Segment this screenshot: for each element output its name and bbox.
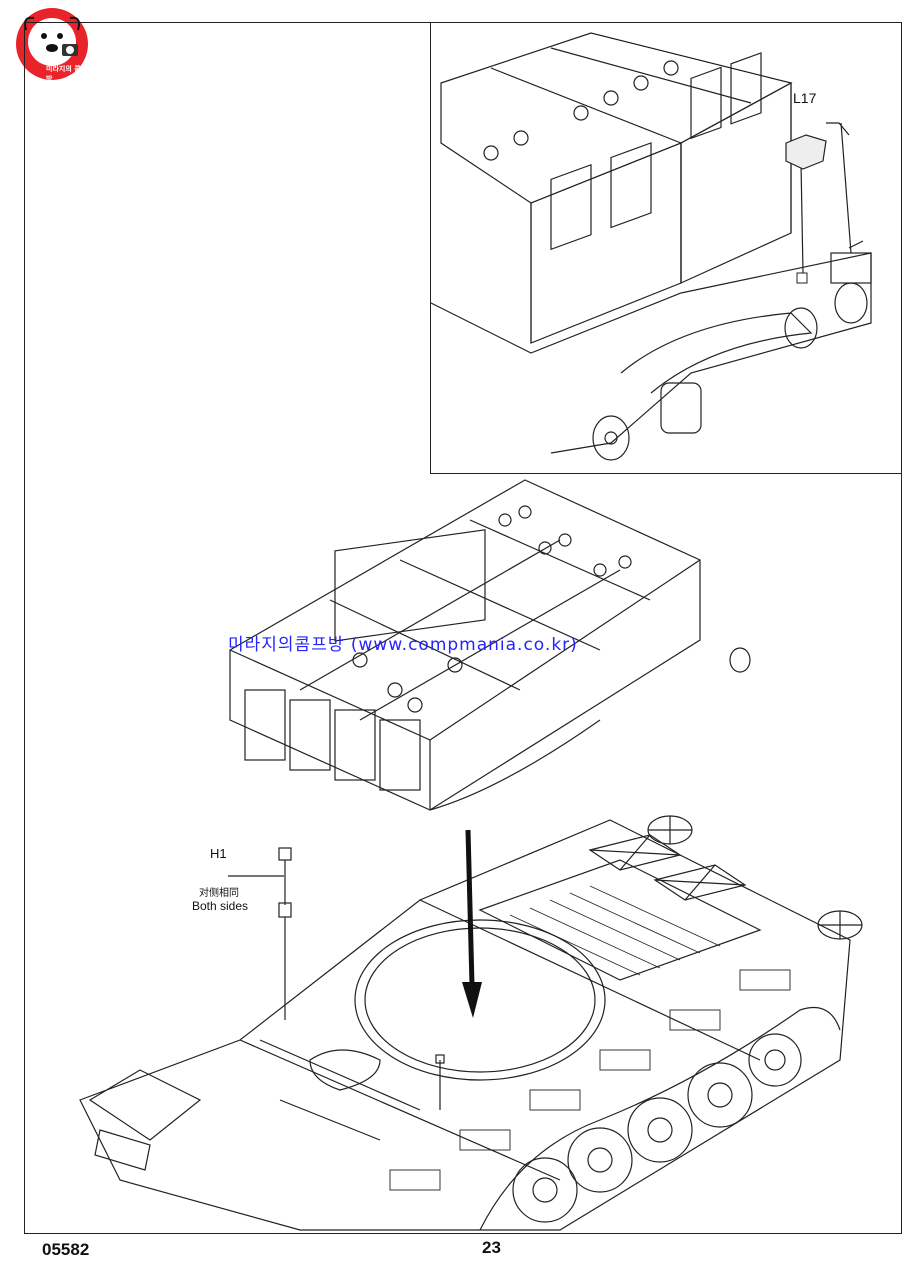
- l17-part-icon: [785, 134, 827, 284]
- page-number: 23: [482, 1238, 501, 1257]
- part-label-h1: H1: [210, 846, 227, 861]
- inset-detail-frame: [430, 22, 902, 474]
- note-both-sides-english: Both sides: [192, 899, 249, 913]
- watermark-text: 미라지의콤프방 (www.compmania.co.kr): [228, 635, 578, 655]
- inset-rack-drawing: [431, 32, 872, 461]
- compmania-logo: 미라지의 콤프방: [12, 4, 92, 84]
- kit-number: 05582: [42, 1240, 90, 1259]
- part-label-l17: L17: [793, 90, 817, 106]
- note-both-sides-chinese: 对侧相同: [199, 888, 239, 899]
- assembly-arrow: [462, 829, 482, 1018]
- logo-text: 미라지의 콤프방: [46, 65, 88, 83]
